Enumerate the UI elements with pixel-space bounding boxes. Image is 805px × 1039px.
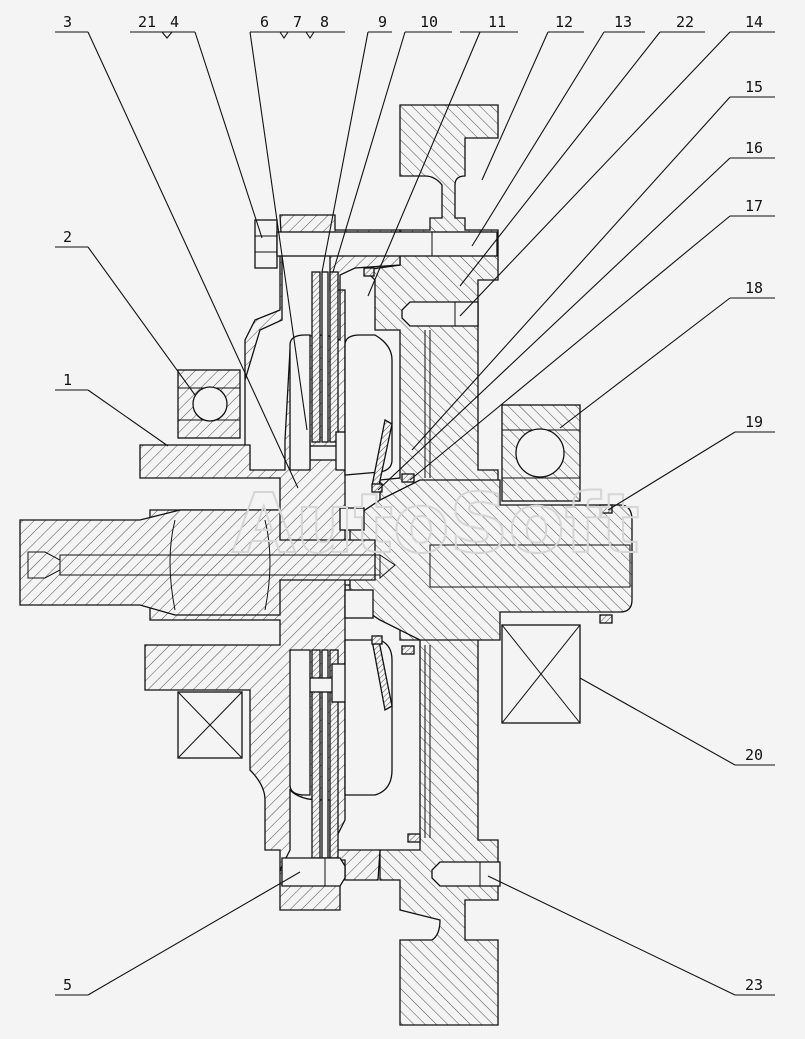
friction-discs-top	[311, 271, 339, 443]
callout-7: 7	[293, 13, 302, 31]
watermark: AutoSoft	[232, 477, 640, 572]
pin-5	[281, 857, 346, 887]
callout-8: 8	[320, 13, 329, 31]
callout-11: 11	[488, 13, 506, 31]
callout-20: 20	[745, 746, 763, 764]
callout-18: 18	[745, 279, 763, 297]
bearing-18	[501, 404, 581, 502]
housing-cavity-top	[289, 334, 311, 471]
leader-lines	[55, 31, 775, 996]
callout-13: 13	[614, 13, 632, 31]
callout-labels: 3 21 4 6 7 8 9 10 11 12 13 22 14 15 16 1…	[63, 13, 763, 994]
callout-21: 21	[138, 13, 156, 31]
pressure-cavity-bottom	[344, 639, 393, 796]
callout-1: 1	[63, 371, 72, 389]
callout-12: 12	[555, 13, 573, 31]
bearing-20	[501, 624, 581, 724]
bearing-2	[177, 369, 241, 439]
callout-16: 16	[745, 139, 763, 157]
callout-3: 3	[63, 13, 72, 31]
pin-23	[431, 861, 501, 887]
callout-10: 10	[420, 13, 438, 31]
callout-6: 6	[260, 13, 269, 31]
input-shaft	[19, 509, 376, 616]
output-hub	[349, 479, 633, 641]
callout-2: 2	[63, 228, 72, 246]
pressure-cavity-top	[344, 334, 393, 476]
callout-9: 9	[378, 13, 387, 31]
callout-14: 14	[745, 13, 763, 31]
bearing-bottom-left	[177, 691, 243, 759]
callout-5: 5	[63, 976, 72, 994]
disc-bolt-bottom	[291, 663, 355, 703]
callout-19: 19	[745, 413, 763, 431]
callout-23: 23	[745, 976, 763, 994]
pin-13	[401, 301, 479, 327]
section-view	[19, 104, 633, 1026]
callout-17: 17	[745, 197, 763, 215]
callout-4: 4	[170, 13, 179, 31]
callout-15: 15	[745, 78, 763, 96]
callout-22: 22	[676, 13, 694, 31]
housing-cavity-bottom	[289, 649, 311, 796]
